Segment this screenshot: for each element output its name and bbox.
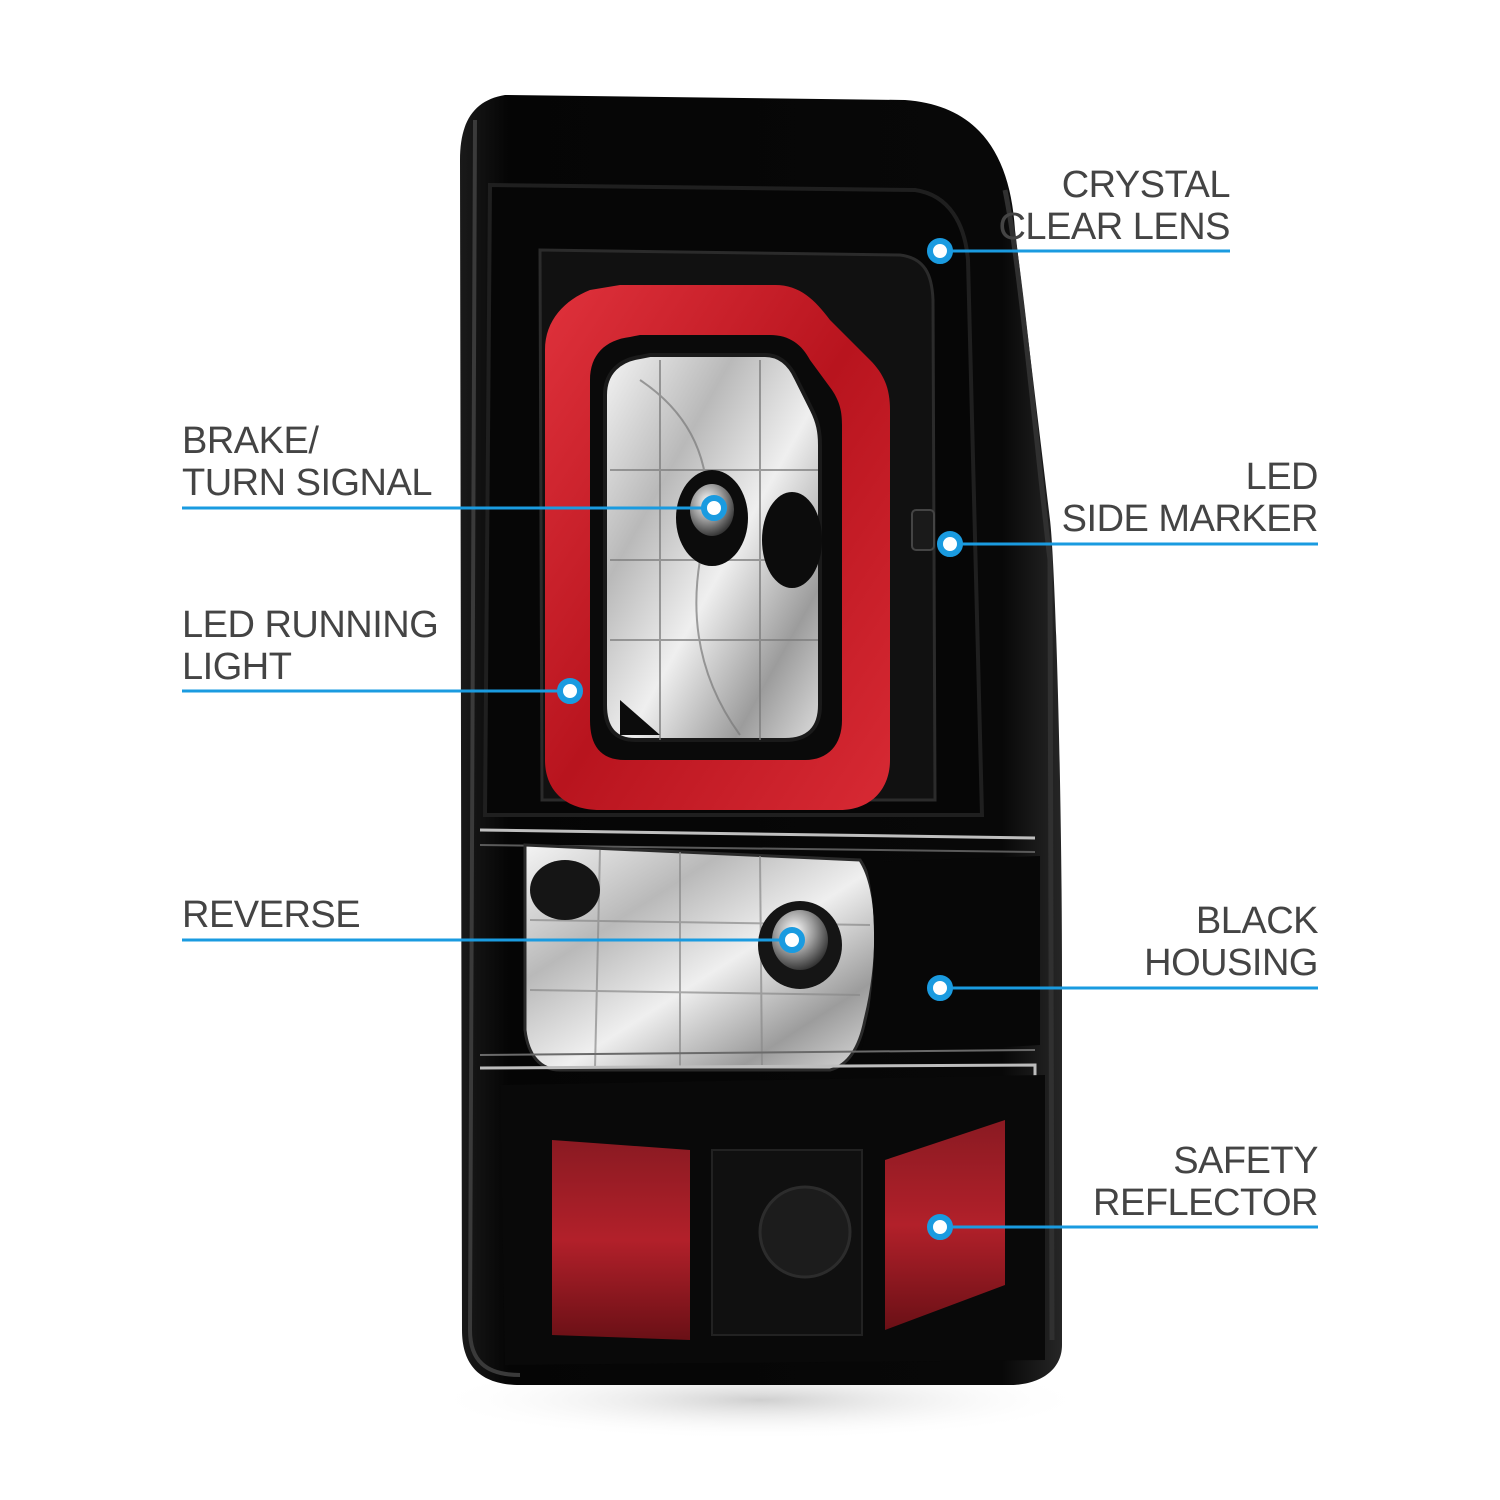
callout-dot-brake-turn-signal — [701, 495, 727, 521]
label-led-side-marker-line1: LED — [1245, 456, 1319, 498]
secondary-bulb-socket — [762, 492, 822, 588]
callout-dot-led-side-marker — [937, 531, 963, 557]
label-brake-turn-signal: BRAKE/ TURN SIGNAL — [182, 420, 432, 504]
label-brake-turn-signal-line2: TURN SIGNAL — [182, 462, 432, 504]
label-crystal-clear-lens-line2: CLEAR LENS — [998, 206, 1230, 248]
label-led-running-light: LED RUNNING LIGHT — [182, 604, 439, 688]
divider-lower — [479, 1049, 1036, 1056]
label-black-housing: BLACK HOUSING — [1144, 900, 1318, 984]
label-crystal-clear-lens-line1: CRYSTAL — [1061, 164, 1231, 206]
black-housing-panel — [860, 856, 1040, 1055]
label-led-running-light-line1: LED RUNNING — [182, 604, 439, 646]
reverse-bulb-left — [530, 860, 600, 920]
callout-dots — [557, 238, 963, 1240]
chrome-bottom-cutout — [620, 700, 660, 735]
reflector-left — [552, 1140, 690, 1340]
callout-dot-black-housing — [927, 975, 953, 1001]
label-led-side-marker: LED SIDE MARKER — [1061, 456, 1319, 540]
label-safety-reflector-line1: SAFETY — [1173, 1140, 1318, 1182]
housing-right-edge — [1002, 189, 1055, 1341]
callout-dot-crystal-clear-lens — [927, 238, 953, 264]
label-brake-turn-signal-line1: BRAKE/ — [182, 420, 319, 462]
label-black-housing-line2: HOUSING — [1144, 942, 1318, 984]
label-led-side-marker-line2: SIDE MARKER — [1061, 498, 1319, 540]
side-marker-led — [911, 509, 935, 551]
label-crystal-clear-lens: CRYSTAL CLEAR LENS — [998, 164, 1230, 248]
callout-lines — [182, 249, 1318, 1229]
callout-dot-reverse — [779, 927, 805, 953]
bottom-socket — [758, 1185, 852, 1279]
callout-dot-led-running-light — [557, 678, 583, 704]
label-reverse-line1: REVERSE — [182, 894, 361, 936]
label-led-running-light-line2: LIGHT — [182, 646, 292, 688]
housing-edge — [467, 119, 521, 1377]
label-safety-reflector-line2: REFLECTOR — [1093, 1182, 1318, 1224]
label-safety-reflector: SAFETY REFLECTOR — [1093, 1140, 1318, 1224]
label-reverse: REVERSE — [182, 894, 361, 936]
divider-upper — [479, 828, 1036, 840]
label-black-housing-line1: BLACK — [1195, 900, 1319, 942]
callout-dot-safety-reflector — [927, 1214, 953, 1240]
